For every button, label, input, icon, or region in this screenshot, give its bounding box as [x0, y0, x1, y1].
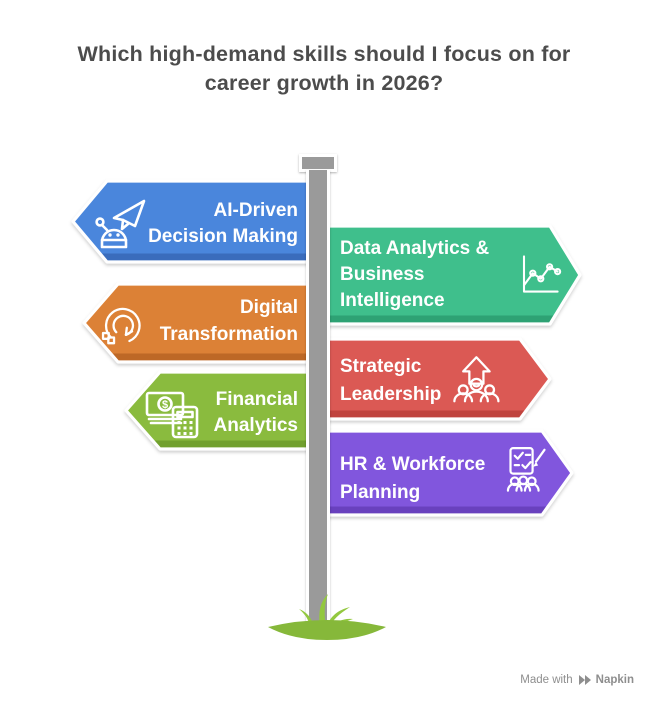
- circular-arrows-pixels-icon: [101, 307, 141, 345]
- napkin-logo-icon: [578, 675, 591, 685]
- sign-label: Transformation: [160, 324, 298, 345]
- title-line-2: career growth in 2026?: [204, 71, 444, 95]
- cash-calculator-icon: $: [145, 391, 199, 439]
- sign-label: Decision Making: [148, 226, 298, 247]
- robot-send-icon: [95, 199, 146, 249]
- team-growth-arrow-icon: [453, 356, 500, 403]
- line-chart-icon: [522, 255, 562, 293]
- watermark-brand: Napkin: [595, 674, 634, 686]
- sign-label: AI-Driven: [214, 200, 298, 221]
- grass-mound: [268, 620, 386, 640]
- sign-label: Leadership: [340, 384, 441, 405]
- sign-label: Financial: [216, 389, 298, 410]
- sign-label: Digital: [240, 297, 298, 318]
- grass: [268, 594, 386, 640]
- sign-label: Strategic: [340, 356, 422, 377]
- signpost-pole: [306, 170, 330, 632]
- page-title: Which high-demand skills should I focus …: [0, 40, 648, 98]
- sign-label: Analytics: [214, 415, 298, 436]
- title-line-1: Which high-demand skills should I focus …: [77, 42, 571, 66]
- sign-label: HR & Workforce: [340, 454, 485, 475]
- watermark: Made with Napkin: [520, 674, 634, 686]
- svg-text:$: $: [162, 399, 168, 411]
- sign-label: Intelligence: [340, 290, 445, 311]
- sign-label: Planning: [340, 482, 420, 503]
- watermark-made-with: Made with: [520, 674, 573, 686]
- sign-label: Business: [340, 264, 424, 285]
- grass-blades: [299, 594, 353, 629]
- sign-label: Data Analytics &: [340, 238, 490, 259]
- checklist-pencil-people-icon: [506, 446, 546, 492]
